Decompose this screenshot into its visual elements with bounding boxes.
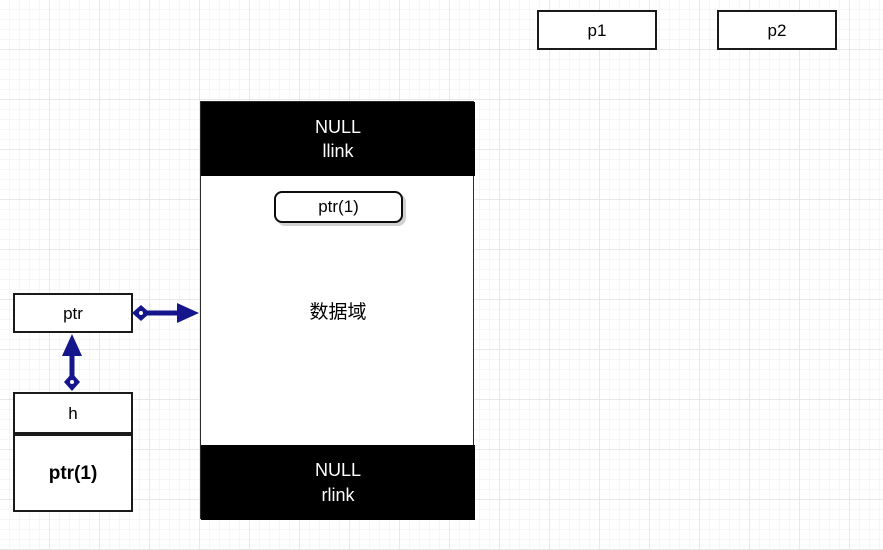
connector-ptr-to-node bbox=[132, 303, 199, 323]
pointer-box-p1[interactable]: p1 bbox=[537, 10, 657, 50]
connector-ptr-to-node-diamond bbox=[132, 305, 150, 321]
head-box-bottom[interactable]: ptr(1) bbox=[13, 434, 133, 512]
pointer-box-ptr-label: ptr bbox=[63, 303, 83, 323]
node-inner-pointer-box[interactable]: ptr(1) bbox=[274, 191, 403, 223]
node-rlink-value: NULL bbox=[314, 460, 362, 481]
connector-h-to-ptr bbox=[62, 334, 82, 391]
connector-h-to-ptr-diamond bbox=[64, 373, 80, 391]
node-data-field-text: 数据域 bbox=[309, 302, 367, 323]
node-llink-field: llink bbox=[322, 141, 354, 161]
node-rlink-field: rlink bbox=[321, 484, 355, 505]
node-data-field-label: 数据域 bbox=[201, 176, 475, 445]
pointer-box-p2-label: p2 bbox=[767, 20, 787, 40]
connector-h-to-ptr-diamond-dot bbox=[70, 380, 74, 384]
head-box-bottom-label: ptr(1) bbox=[48, 462, 98, 484]
node-inner-pointer-label: ptr(1) bbox=[318, 197, 359, 216]
pointer-box-p2[interactable]: p2 bbox=[717, 10, 837, 50]
list-node[interactable]: NULL llink 数据域 ptr(1) NULL rlink bbox=[200, 101, 475, 520]
head-box-group: h ptr(1) bbox=[13, 392, 133, 512]
head-box-top[interactable]: h bbox=[13, 392, 133, 434]
connector-h-to-ptr-arrowhead bbox=[62, 334, 82, 356]
connector-ptr-to-node-arrowhead bbox=[177, 303, 199, 323]
connector-ptr-to-node-diamond-dot bbox=[139, 311, 143, 315]
head-box-top-label: h bbox=[68, 403, 78, 423]
node-rlink-band: NULL rlink bbox=[201, 445, 475, 520]
pointer-box-ptr[interactable]: ptr bbox=[13, 293, 133, 333]
pointer-box-p1-label: p1 bbox=[587, 20, 607, 40]
node-llink-band: NULL llink bbox=[201, 102, 475, 176]
node-llink-value: NULL bbox=[314, 116, 362, 137]
